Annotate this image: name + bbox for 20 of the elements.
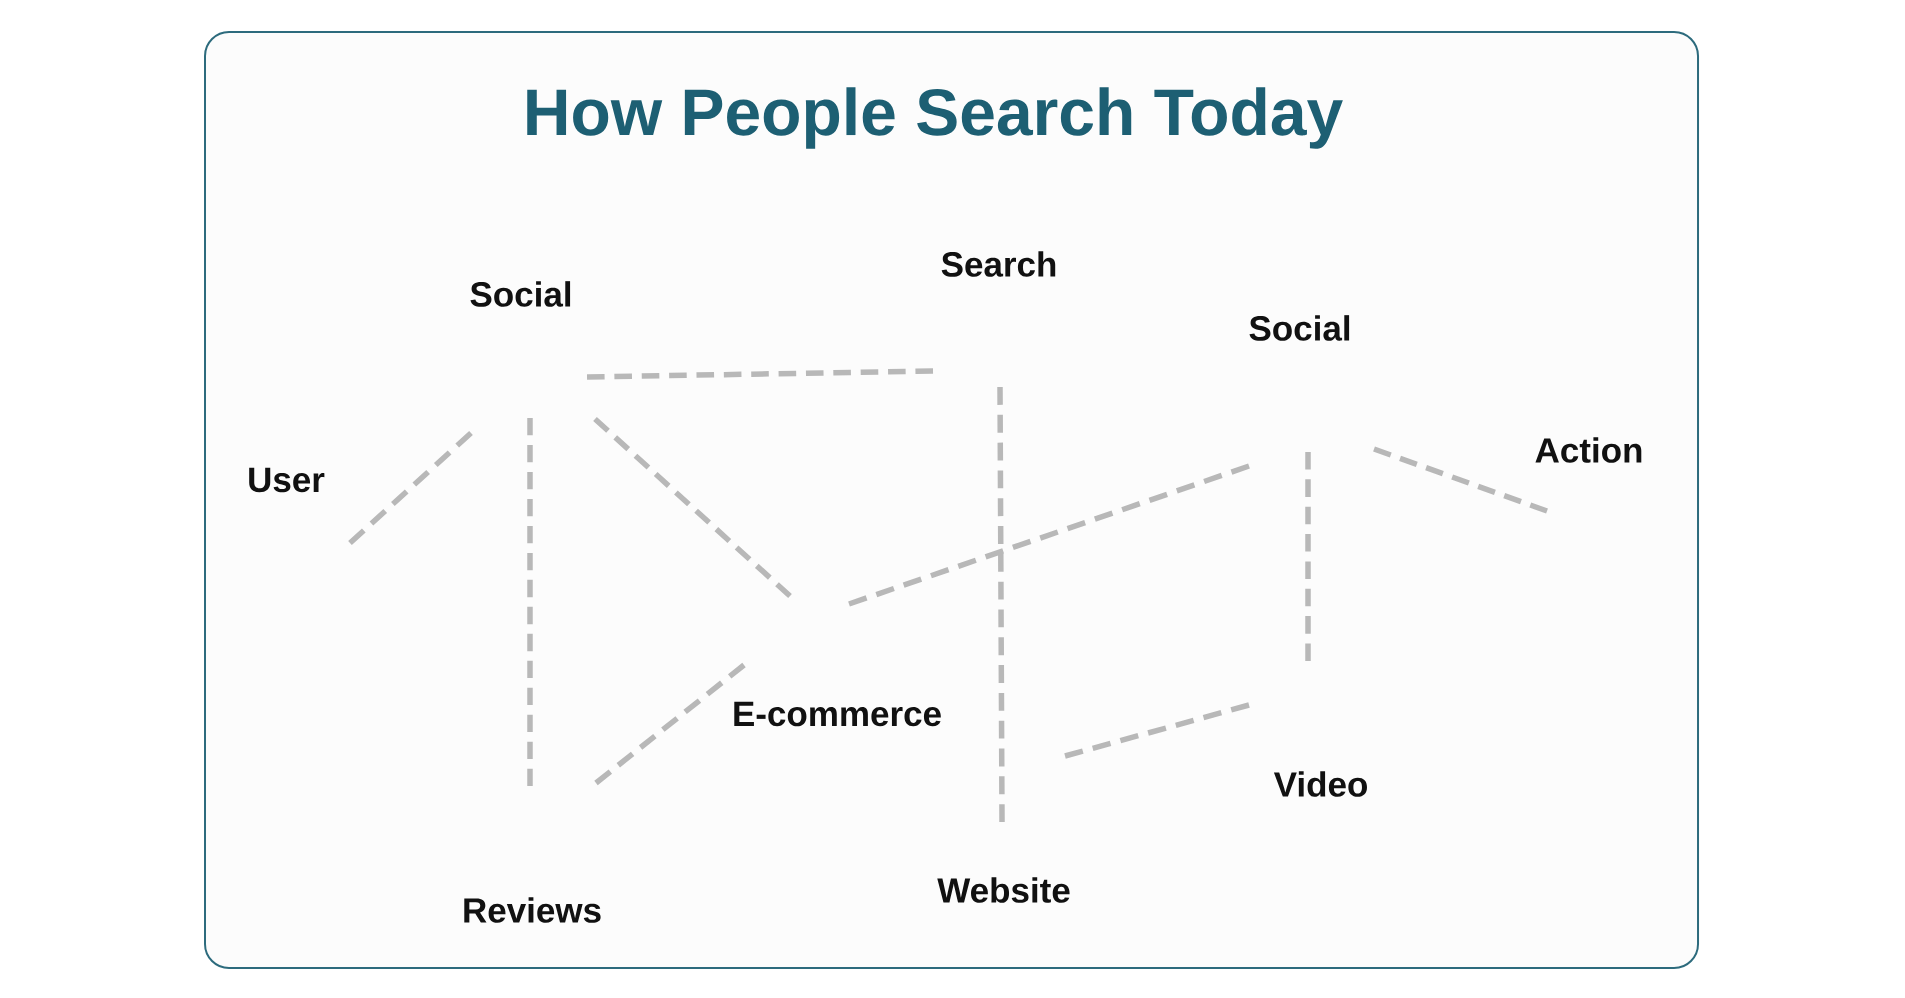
- node-label: Video: [1273, 771, 1367, 797]
- connector-line: [1064, 702, 1250, 759]
- connector-line: [848, 463, 1250, 607]
- node-label: Action: [1535, 437, 1642, 463]
- connector-line: [348, 430, 473, 546]
- node-label: Website: [937, 877, 1070, 903]
- connector-line: [593, 416, 792, 599]
- node-label: Social: [470, 281, 571, 307]
- connector-line: [527, 418, 533, 786]
- connector-line: [997, 387, 1005, 823]
- node-label: User: [249, 467, 325, 493]
- title: How People Search Today: [527, 87, 1343, 149]
- connector-line: [1373, 446, 1548, 514]
- node-label: Search: [941, 251, 1056, 277]
- node-label: E-commerce: [734, 701, 941, 727]
- connector-line: [1305, 452, 1311, 661]
- node-label: Social: [1249, 315, 1350, 341]
- connector-line: [586, 368, 934, 380]
- connector-line: [594, 662, 746, 786]
- node-label: Reviews: [464, 897, 601, 923]
